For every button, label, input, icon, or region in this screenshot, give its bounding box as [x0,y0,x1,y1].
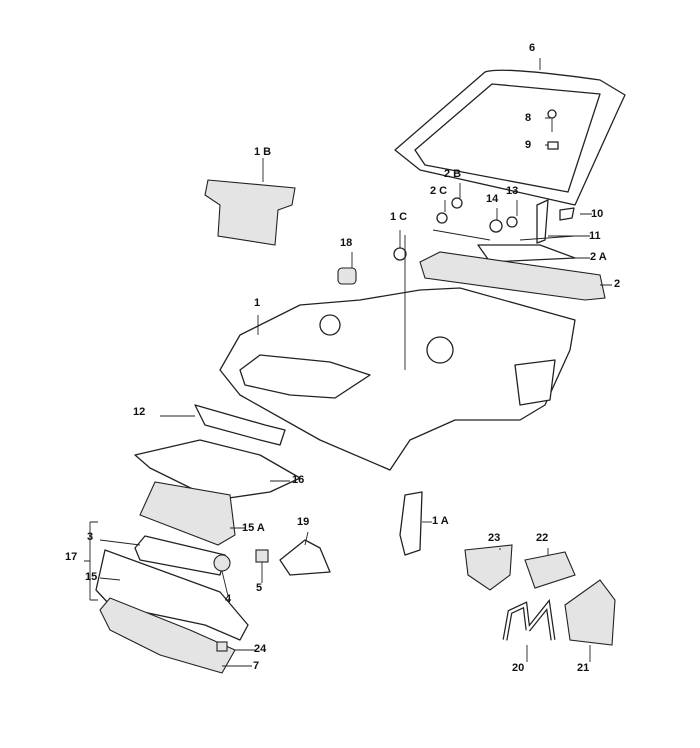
callout-20: 20 [512,662,525,674]
part-1A-pillar [399,491,432,556]
part-1B-bracket [204,158,296,246]
callout-1: 1 [254,297,261,309]
part-9-nut [547,141,559,150]
callout-13: 13 [506,185,519,197]
small-fasteners [432,197,576,244]
callout-4: 4 [225,593,232,605]
part-5-clip [255,549,269,583]
part-15A-bracket [139,481,236,546]
callout-10: 10 [591,208,604,220]
leader-lines [99,58,592,667]
part-4-bumper-pad [213,554,231,597]
callout-15: 15 [85,571,98,583]
callout-7: 7 [253,660,260,672]
callout-21: 21 [577,662,590,674]
callout-2C: 2 C [430,185,448,197]
callout-14: 14 [486,193,499,205]
part-23-bracket [464,544,513,591]
callout-8: 8 [525,112,532,124]
callout-12: 12 [133,406,146,418]
callout-23: 23 [488,532,501,544]
part-2-cowl [419,244,612,301]
callout-18: 18 [340,237,353,249]
callout-2A: 2 A [590,251,607,263]
part-22-bracket [524,551,576,589]
callout-1A: 1 A [432,515,449,527]
callout-16: 16 [292,474,305,486]
callout-17: 17 [65,551,78,563]
callout-2B: 2 B [444,168,462,180]
part-18-grommet [337,267,357,285]
part-19-bracket [279,539,331,576]
part-7-bumper-cover [99,597,236,674]
callout-1B: 1 B [254,146,272,158]
part-21-bracket [564,579,616,646]
callout-19: 19 [297,516,310,528]
callout-9: 9 [525,139,532,151]
part-1C-clip [393,230,407,261]
callout-1C: 1 C [390,211,408,223]
callout-5: 5 [256,582,263,594]
part-17-bracket-line [84,521,98,601]
callout-24: 24 [254,643,267,655]
part-20-hose [502,598,556,641]
callout-15A: 15 A [242,522,265,534]
callout-11: 11 [589,230,601,242]
part-1-front-body [219,235,576,471]
callout-3: 3 [87,531,94,543]
callout-2: 2 [614,278,621,290]
callout-6: 6 [529,42,536,54]
part-8-screw [547,109,557,132]
callout-22: 22 [536,532,549,544]
part-24-nut [216,641,228,652]
part-12-crossmember [160,404,286,446]
part-16-panel [134,439,301,501]
